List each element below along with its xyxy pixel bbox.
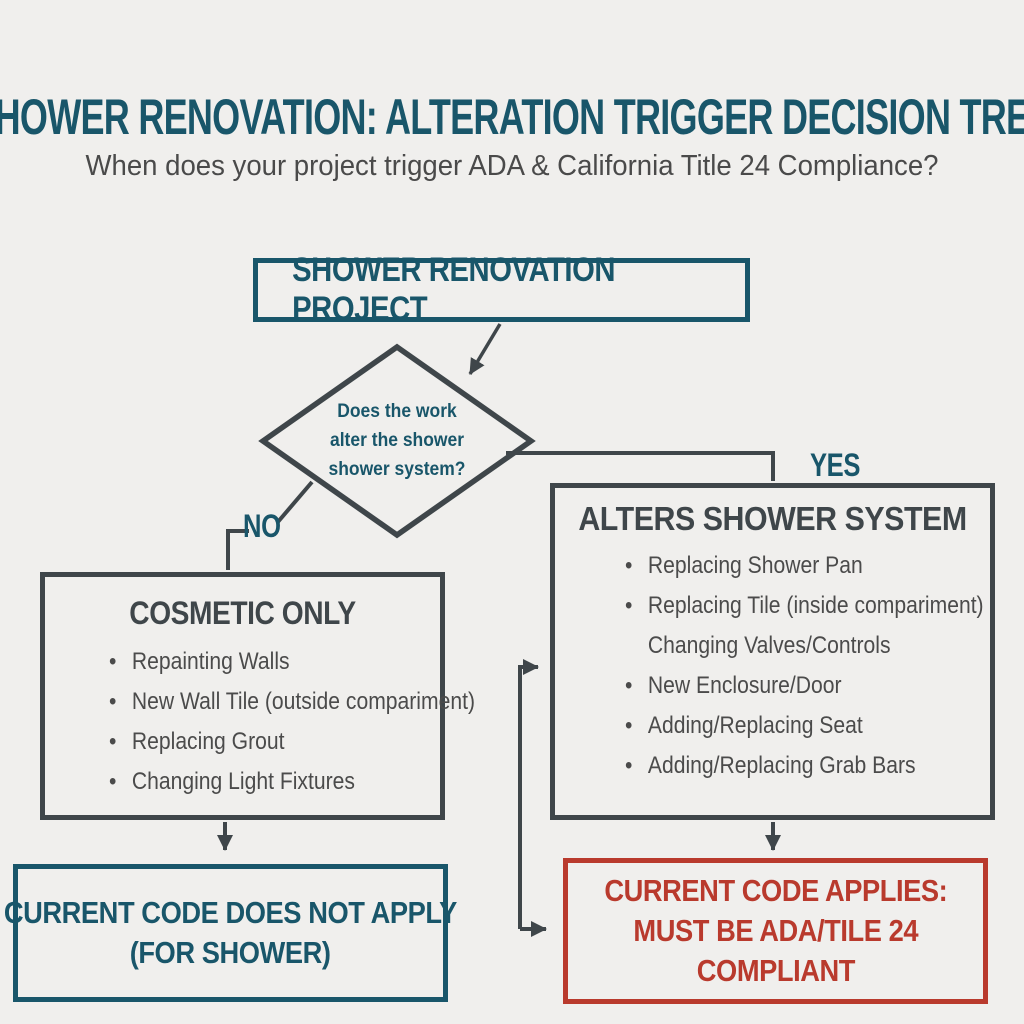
decision-line-1: Does the work bbox=[337, 401, 457, 422]
cosmetic-only-list: Repainting Walls New Wall Tile (outside … bbox=[109, 642, 475, 802]
alters-shower-system-title: ALTERS SHOWER SYSTEM bbox=[578, 500, 967, 537]
outcome-no-line-2: (FOR SHOWER) bbox=[130, 935, 331, 970]
list-item: Changing Light Fixtures bbox=[109, 762, 400, 802]
cosmetic-only-box: COSMETIC ONLY Repainting Walls New Wall … bbox=[40, 572, 475, 820]
start-node: SHOWER RENOVATION PROJECT bbox=[253, 251, 750, 328]
diagram-subtitle: When does your project trigger ADA & Cal… bbox=[85, 150, 939, 182]
list-item: Replacing Tile (inside compariment) bbox=[625, 586, 984, 626]
cosmetic-only-title: COSMETIC ONLY bbox=[129, 595, 356, 631]
outcome-yes-line-1: CURRENT CODE APPLIES: bbox=[604, 873, 947, 908]
list-item: Replacing Grout bbox=[109, 722, 400, 762]
list-item: Replacing Shower Pan bbox=[625, 546, 946, 586]
outcome-code-applies-box: CURRENT CODE APPLIES: MUST BE ADA/TILE 2… bbox=[563, 858, 988, 1004]
decision-node-text: Does the work alter the shower shower sy… bbox=[291, 397, 503, 484]
line-decision-to-no bbox=[275, 480, 314, 525]
list-item: New Enclosure/Door bbox=[625, 666, 946, 706]
line-decision-to-alters bbox=[506, 451, 775, 481]
outcome-no-line-1: CURRENT CODE DOES NOT APPLY bbox=[4, 895, 457, 930]
decision-line-2: alter the shower bbox=[329, 430, 465, 451]
outcome-yes-line-2: MUST BE ADA/TILE 24 bbox=[633, 913, 918, 948]
decision-line-3: shower system? bbox=[328, 459, 466, 480]
alters-shower-system-box: ALTERS SHOWER SYSTEM Replacing Shower Pa… bbox=[550, 483, 995, 820]
outcome-yes-line-3: COMPLIANT bbox=[696, 953, 855, 988]
bracket-connector-to-alters bbox=[518, 659, 539, 929]
list-item: New Wall Tile (outside compariment) bbox=[109, 682, 475, 722]
list-item: Adding/Replacing Grab Bars bbox=[625, 746, 946, 786]
list-item: Adding/Replacing Seat bbox=[625, 706, 946, 746]
alters-shower-system-list: Replacing Shower Pan Replacing Tile (ins… bbox=[625, 546, 990, 786]
list-item: Repainting Walls bbox=[109, 642, 400, 682]
list-item-continuation: Changing Valves/Controls bbox=[647, 632, 891, 659]
yes-branch-label: YES bbox=[810, 447, 861, 483]
arrow-start-to-decision bbox=[468, 323, 502, 375]
diagram-title: SHOWER RENOVATION: ALTERATION TRIGGER DE… bbox=[0, 89, 1024, 145]
no-branch-label: NO bbox=[243, 508, 281, 544]
outcome-code-not-apply-box: CURRENT CODE DOES NOT APPLY (FOR SHOWER) bbox=[4, 864, 457, 1002]
start-node-label: SHOWER RENOVATION PROJECT bbox=[292, 251, 616, 328]
